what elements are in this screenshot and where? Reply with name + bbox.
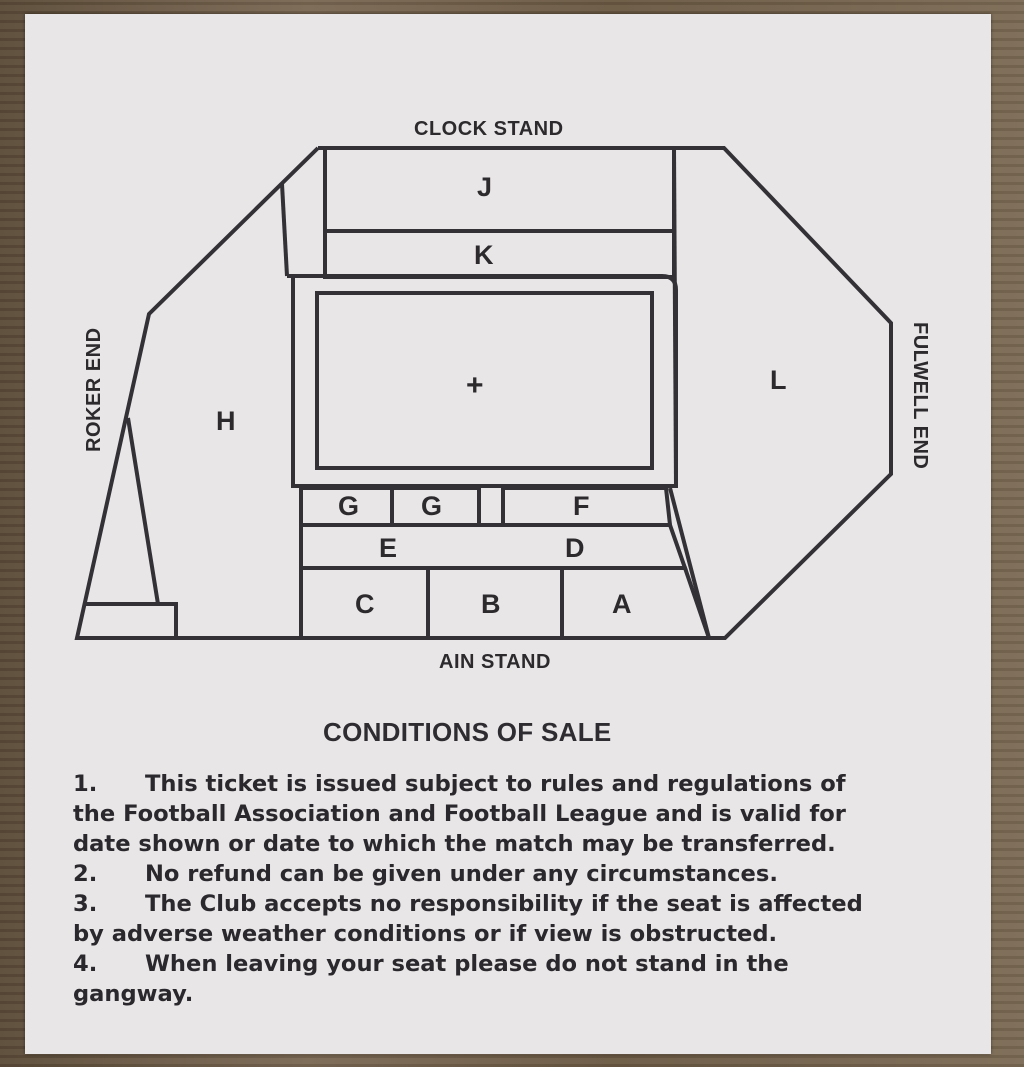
condition-number: 1. bbox=[73, 771, 98, 797]
condition-text-cont: gangway. bbox=[73, 981, 194, 1007]
condition-text: This ticket is issued subject to rules a… bbox=[145, 771, 846, 797]
outer-outline bbox=[74, 146, 893, 640]
pitch bbox=[315, 291, 654, 470]
section-j-outline bbox=[323, 146, 676, 233]
roker-inner-line bbox=[126, 417, 160, 605]
condition-item-2: 2. No refund can be given under any circu… bbox=[73, 859, 923, 889]
main-stand-label: AIN STAND bbox=[439, 651, 551, 673]
section-j-label: J bbox=[477, 172, 493, 202]
section-ed-row bbox=[301, 523, 688, 570]
condition-text-cont: date shown or date to which the match ma… bbox=[73, 831, 836, 857]
ticket: CLOCK STAND AIN STAND ROKER END FULWELL … bbox=[25, 14, 991, 1054]
roker-corner-box bbox=[83, 602, 178, 638]
section-e-label: E bbox=[379, 533, 398, 563]
condition-text: The Club accepts no responsibility if th… bbox=[145, 891, 863, 917]
condition-item-3: 3. The Club accepts no responsibility if … bbox=[73, 889, 923, 919]
section-d-label: D bbox=[565, 533, 585, 563]
fulwell-end-label: FULWELL END bbox=[909, 322, 931, 470]
condition-text: When leaving your seat please do not sta… bbox=[145, 951, 789, 977]
section-g2-label: G bbox=[421, 491, 443, 521]
pitch-surround bbox=[287, 274, 678, 488]
condition-text-cont: the Football Association and Football Le… bbox=[73, 801, 846, 827]
stadium-plan bbox=[74, 146, 893, 640]
section-k-outline bbox=[323, 229, 676, 279]
conditions-title: CONDITIONS OF SALE bbox=[323, 717, 612, 747]
section-b-label: B bbox=[481, 589, 501, 619]
roker-end-label: ROKER END bbox=[83, 327, 105, 452]
section-a-label: A bbox=[612, 589, 632, 619]
section-k-label: K bbox=[474, 240, 494, 270]
condition-number: 4. bbox=[73, 951, 98, 977]
clock-stand-label: CLOCK STAND bbox=[414, 118, 564, 140]
condition-number: 2. bbox=[73, 861, 98, 887]
section-g1-label: G bbox=[338, 491, 360, 521]
condition-text-cont: by adverse weather conditions or if view… bbox=[73, 921, 778, 947]
section-f-outline bbox=[501, 486, 672, 526]
west-inner-wall bbox=[280, 183, 289, 277]
condition-item-1: 1. This ticket is issued subject to rules… bbox=[73, 769, 923, 799]
centre-mark: + bbox=[466, 369, 484, 402]
ed-slope bbox=[668, 487, 711, 639]
section-f-label: F bbox=[573, 491, 590, 521]
condition-text: No refund can be given under any circums… bbox=[145, 861, 778, 887]
condition-item-4: 4. When leaving your seat please do not s… bbox=[73, 949, 923, 979]
section-l-label: L bbox=[770, 365, 787, 395]
section-c-label: C bbox=[355, 589, 375, 619]
conditions-list: 1. This ticket is issued subject to rules… bbox=[73, 769, 923, 1009]
condition-number: 3. bbox=[73, 891, 98, 917]
section-h-label: H bbox=[216, 406, 236, 436]
